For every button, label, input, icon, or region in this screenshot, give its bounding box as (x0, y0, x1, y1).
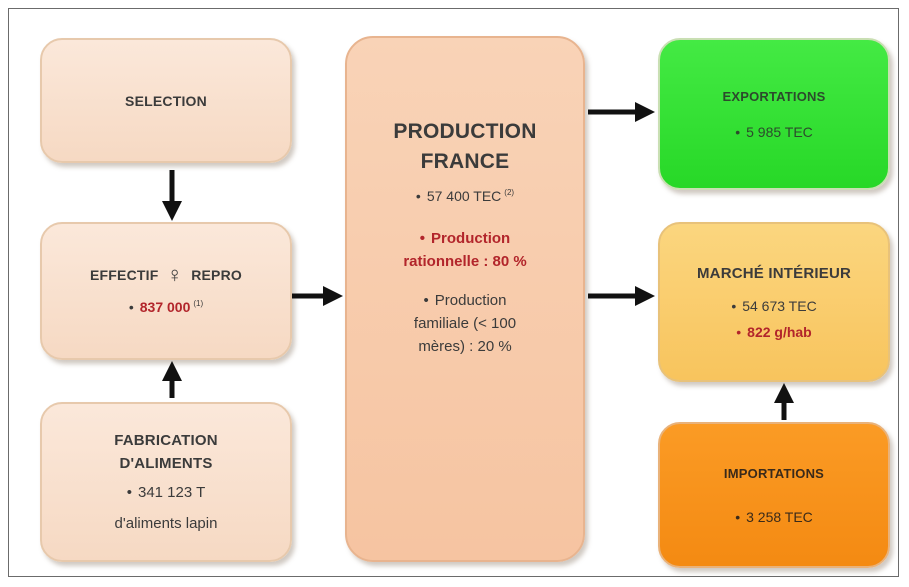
marche-value1-line: • 54 673 TEC (731, 298, 816, 314)
production-rationnelle-line1: • Production (420, 230, 510, 247)
selection-title: SELECTION (125, 92, 207, 109)
bullet-icon: • (731, 297, 737, 314)
bullet-icon: • (415, 188, 421, 204)
marche-value2-line: • 822 g/hab (736, 324, 812, 340)
bullet-icon: • (126, 484, 132, 501)
importations-value: 3 258 TEC (746, 508, 813, 525)
fabrication-value: 341 123 T (137, 484, 206, 501)
production-title-2: FRANCE (420, 150, 510, 173)
production-familiale-line1: • Production (424, 292, 507, 309)
marche-value2: 822 g/hab (747, 323, 812, 340)
importations-title: IMPORTATIONS (723, 465, 825, 481)
bullet-icon: • (128, 299, 134, 315)
production-total-line: • 57 400 TEC(2) (416, 188, 514, 204)
exportations-title: EXPORTATIONS (722, 88, 826, 104)
production-familiale-1: Production (434, 292, 507, 309)
effectif-value: 837 000 (139, 299, 191, 315)
importations-value-line: • 3 258 TEC (735, 509, 813, 525)
exportations-value: 5 985 TEC (746, 123, 813, 140)
production-rationnelle-1: Production (431, 230, 511, 247)
bullet-icon: • (423, 292, 429, 309)
production-total: 57 400 TEC (426, 188, 502, 204)
bullet-icon: • (736, 323, 742, 340)
fabrication-title-1: FABRICATION (114, 432, 218, 449)
production-familiale-3: mères) : 20 % (418, 338, 512, 355)
effectif-value-line: • 837 000(1) (129, 299, 203, 315)
marche-title: MARCHÉ INTÉRIEUR (696, 264, 852, 282)
fabrication-value-line: • 341 123 T (127, 484, 206, 501)
selection-box: SELECTION (40, 38, 292, 163)
bullet-icon: • (735, 508, 741, 525)
production-total-note: (2) (504, 188, 515, 198)
production-box: PRODUCTION FRANCE • 57 400 TEC(2) • Produc… (345, 36, 585, 562)
fabrication-title-2: D'ALIMENTS (119, 455, 213, 472)
marche-value1: 54 673 TEC (742, 297, 817, 314)
bullet-icon: • (419, 230, 426, 247)
effectif-title-right: REPRO (191, 267, 242, 283)
bullet-icon: • (735, 123, 741, 140)
diagram-frame (8, 8, 899, 577)
exportations-box: EXPORTATIONS • 5 985 TEC (658, 38, 890, 190)
production-title-1: PRODUCTION (393, 120, 537, 143)
effectif-title: EFFECTIF ♀ REPRO (90, 262, 242, 287)
effectif-box: EFFECTIF ♀ REPRO • 837 000(1) (40, 222, 292, 360)
effectif-note: (1) (193, 299, 204, 309)
marche-box: MARCHÉ INTÉRIEUR •54 673 TEC •822 g/hab (658, 222, 890, 382)
importations-box: IMPORTATIONS • 3 258 TEC (658, 422, 890, 568)
exportations-value-line: • 5 985 TEC (735, 124, 813, 140)
production-rationnelle-2: rationnelle : 80 % (403, 253, 527, 270)
female-icon: ♀ (166, 262, 184, 287)
fabrication-box: FABRICATION D'ALIMENTS • 341 123 T d'alim… (40, 402, 292, 562)
effectif-title-left: EFFECTIF (90, 267, 159, 283)
fabrication-subtitle: d'aliments lapin (114, 515, 218, 532)
production-familiale-2: familiale (< 100 (413, 315, 517, 332)
